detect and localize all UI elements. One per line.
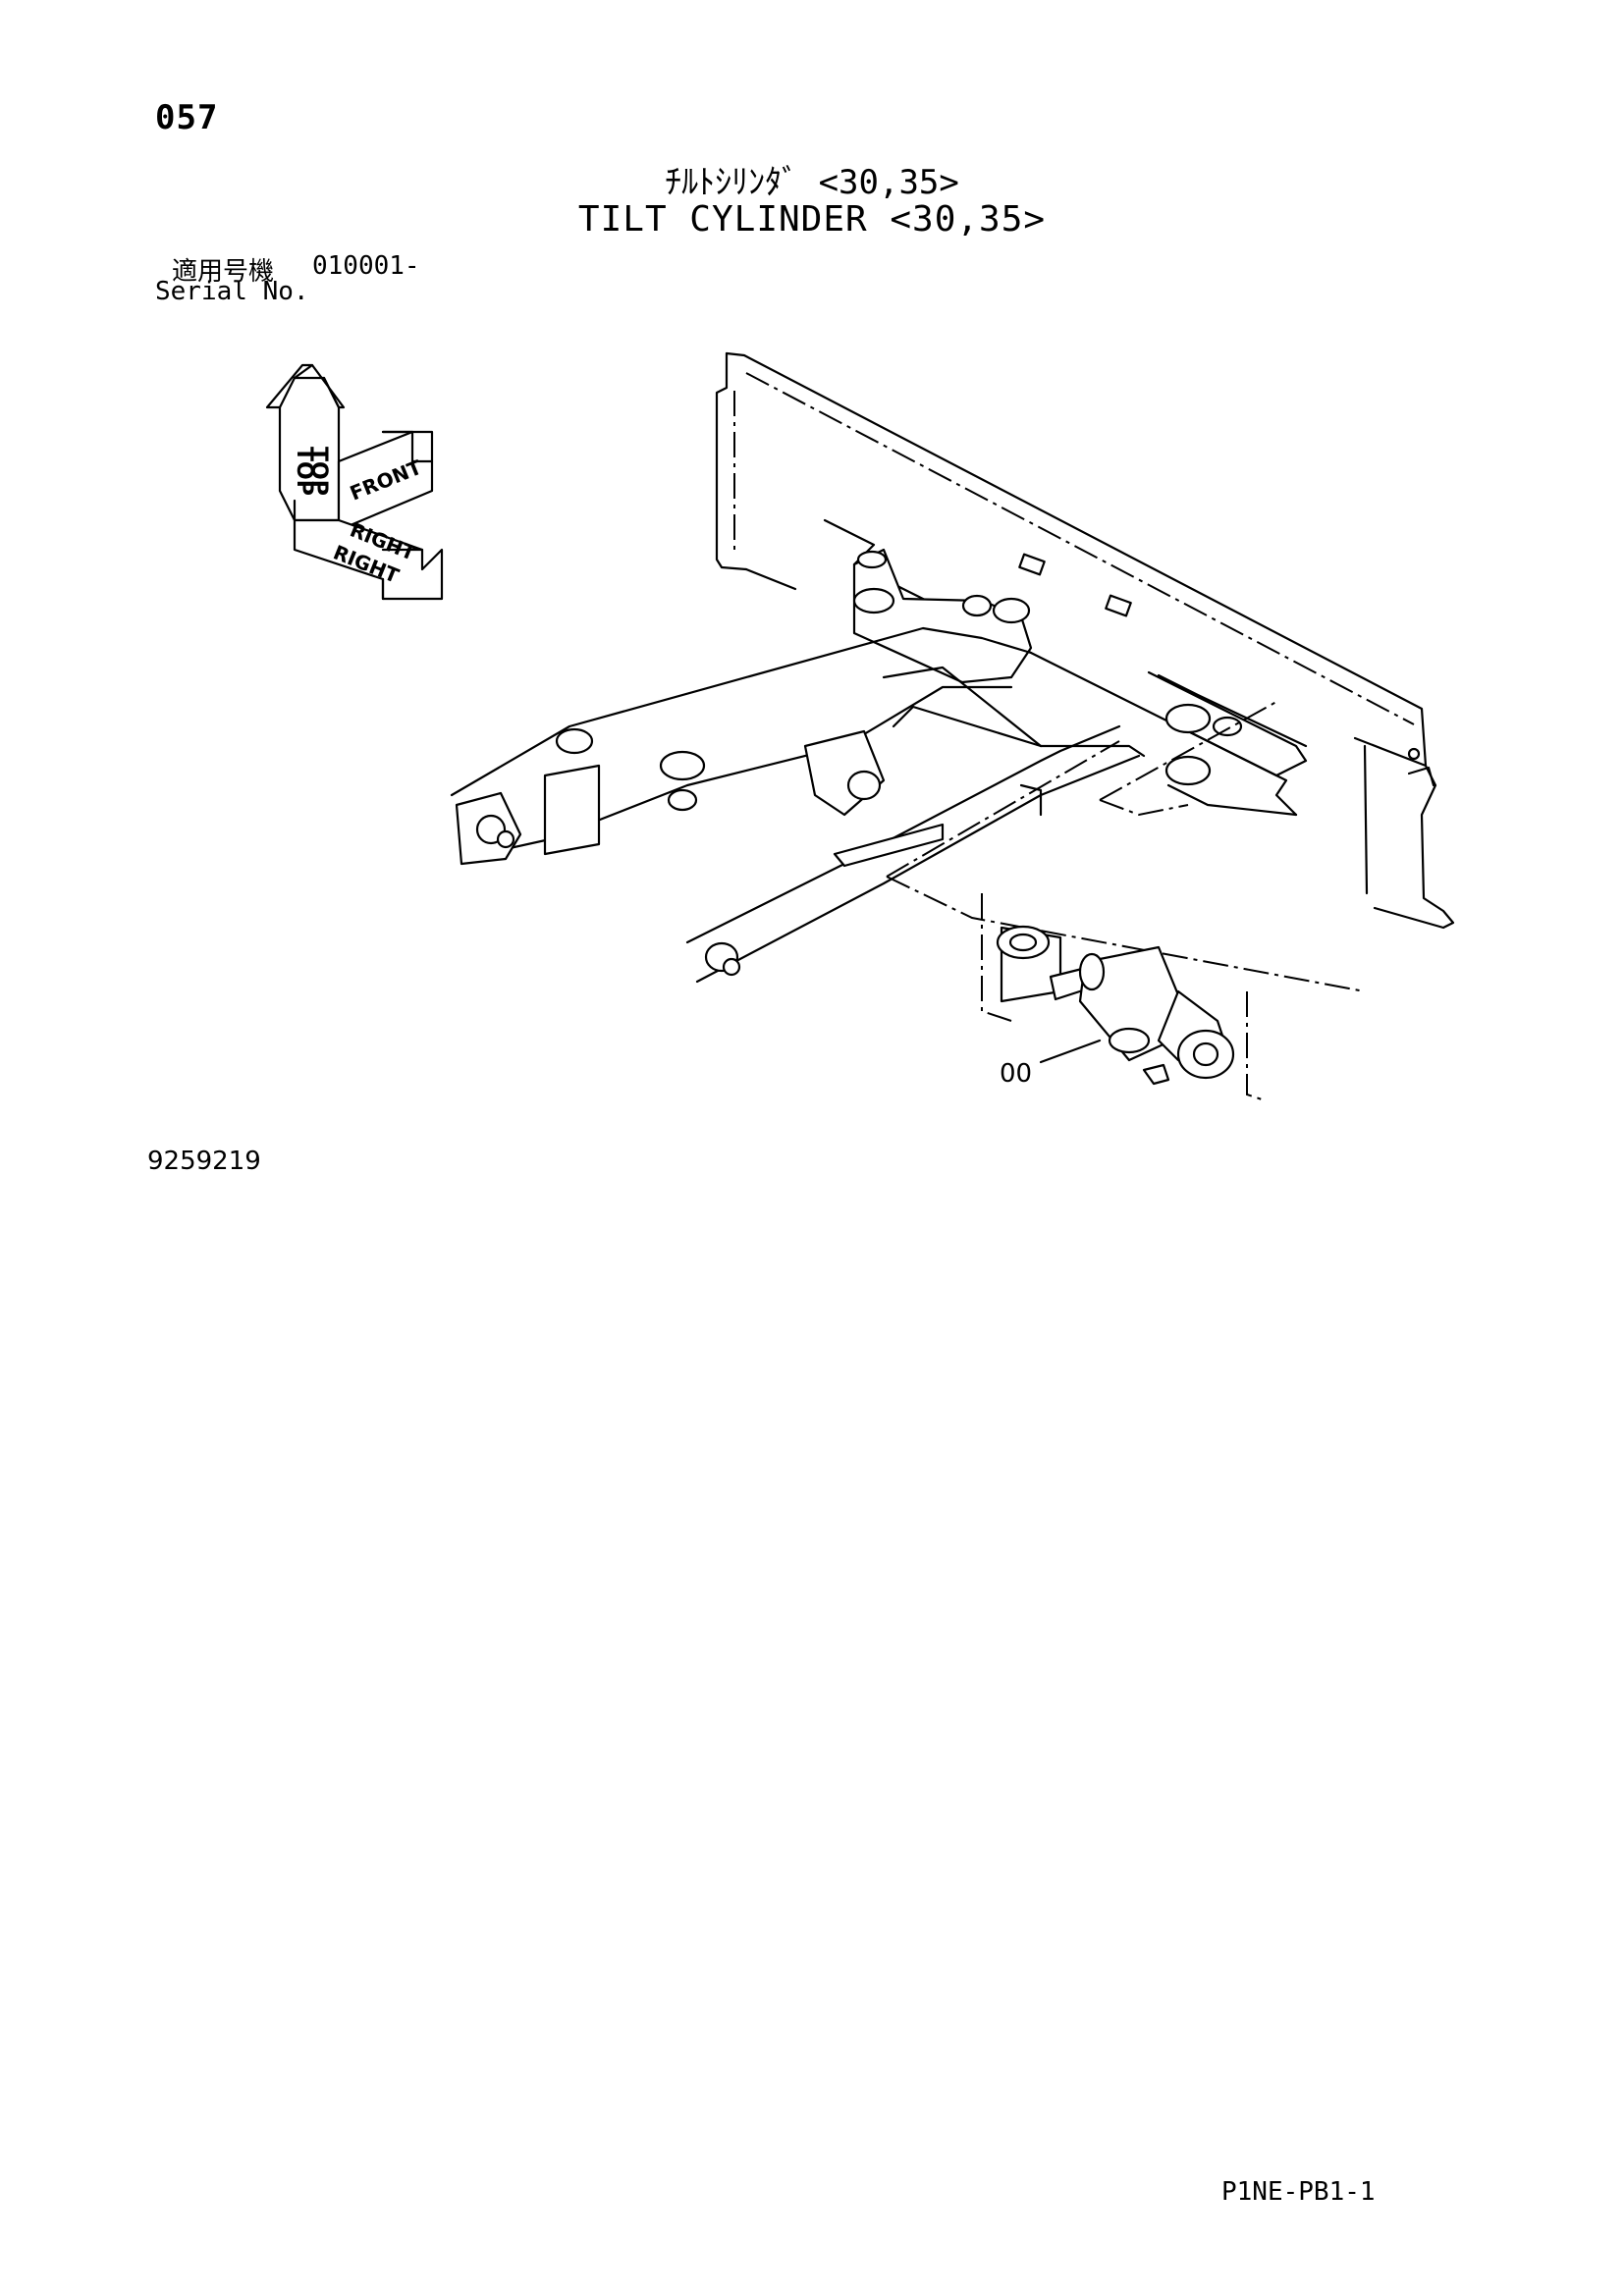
top-arrow-icon <box>265 363 346 522</box>
part-callout-label: 00 <box>1000 1059 1033 1089</box>
serial-label-english: Serial No. <box>155 277 309 306</box>
blade-frame <box>450 626 1146 984</box>
assembly-centerlines <box>886 701 1366 1100</box>
callout-leader <box>1039 1039 1102 1064</box>
blade-bracket-left <box>852 548 1033 684</box>
frame-pivot-left <box>455 727 601 866</box>
blade-bracket-right <box>1147 670 1308 817</box>
title-english: TILT CYLINDER <30,35> <box>577 199 1047 240</box>
serial-number-value: 010001- <box>312 251 420 281</box>
serial-label-japanese: 適用号機 <box>172 257 275 287</box>
top-label-shadow: TOP <box>292 447 316 496</box>
footer-code: P1NE-PB1-1 <box>1221 2177 1376 2207</box>
top-label: TOP <box>306 447 331 496</box>
dozer-blade <box>715 351 1455 930</box>
frame-mid-components <box>659 729 886 977</box>
drawing-number: 9259219 <box>147 1147 261 1176</box>
title-japanese: ﾁﾙﾄｼﾘﾝﾀﾞ <30,35> <box>665 163 959 202</box>
page-number: 057 <box>155 98 219 137</box>
tilt-cylinder-part <box>996 925 1235 1086</box>
right-arrow-icon <box>293 518 444 601</box>
